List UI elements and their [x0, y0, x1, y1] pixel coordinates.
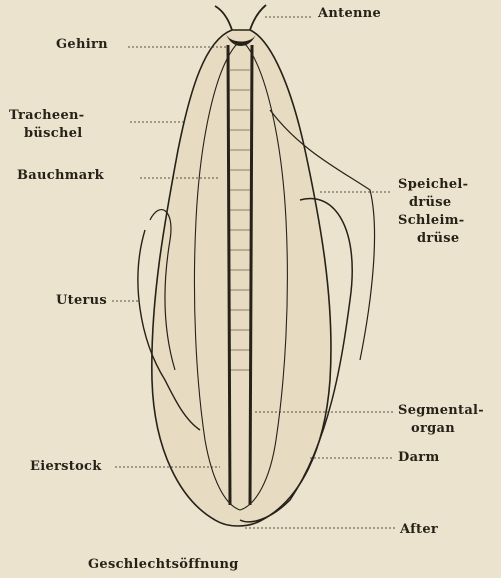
ventral-cord-right: [250, 45, 252, 505]
label-gehirn: Gehirn: [56, 37, 108, 52]
label-uterus: Uterus: [56, 293, 107, 308]
body-outline: [152, 30, 331, 526]
label-eierstock: Eierstock: [30, 459, 102, 474]
antenna-right: [250, 5, 266, 30]
label-schleim-line2: drüse: [417, 231, 459, 246]
label-after: After: [400, 522, 438, 537]
label-darm: Darm: [398, 450, 440, 465]
label-speichel-line2: drüse: [409, 195, 451, 210]
ventral-cord-left: [228, 45, 230, 505]
label-geschlechtsoeffnung: Geschlechtsöffnung: [88, 557, 239, 572]
label-antenne: Antenne: [318, 6, 381, 21]
label-schleim-line1: Schleim-: [398, 213, 464, 228]
label-bauchmark: Bauchmark: [17, 168, 104, 183]
label-segmental-line2: organ: [411, 421, 455, 436]
label-tracheen-line1: Tracheen-: [9, 108, 84, 123]
antenna-left: [215, 6, 232, 30]
label-segmental-line1: Segmental-: [398, 403, 484, 418]
label-tracheen-line2: büschel: [24, 126, 83, 141]
label-speichel-line1: Speichel-: [398, 177, 468, 192]
